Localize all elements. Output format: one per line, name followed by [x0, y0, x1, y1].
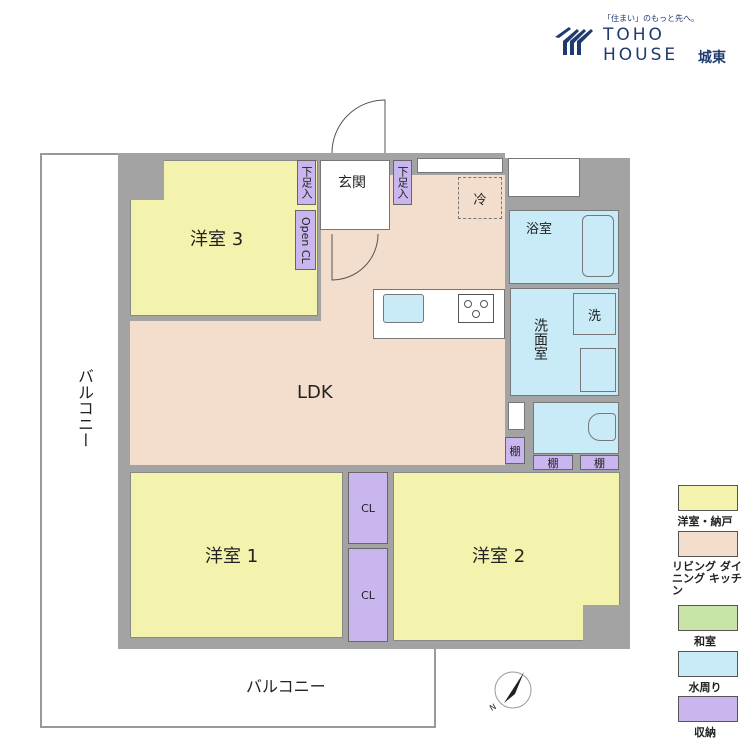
pipe-space	[508, 402, 525, 430]
shoe-cabinet-left: 下足入	[297, 160, 316, 205]
column	[120, 155, 164, 200]
shelf-3: 棚	[580, 455, 619, 470]
washer-icon: 洗	[573, 293, 616, 335]
logo-tagline: 「住まい」のもっと先へ。	[603, 14, 699, 23]
fridge-space: 冷	[458, 177, 502, 219]
balcony-inner-mask	[436, 647, 456, 737]
open-closet-label: Open CL	[299, 216, 312, 264]
closet-2: CL	[348, 548, 388, 642]
room-western-2-label: 洋室 2	[472, 546, 526, 567]
legend-label-storage: 収納	[694, 726, 716, 739]
stove-icon	[458, 294, 494, 323]
logo-line2: HOUSE	[603, 45, 679, 65]
compass-icon	[494, 671, 532, 709]
legend-label-ldk: リビング ダイニング キッチン	[672, 560, 742, 597]
legend-swatch-western	[678, 485, 738, 511]
legend-swatch-japanese	[678, 605, 738, 631]
shelf-1: 棚	[505, 437, 525, 464]
vanity-icon	[580, 348, 616, 392]
column	[583, 605, 623, 645]
washroom	[510, 288, 619, 396]
room-ldk-label: LDK	[297, 382, 333, 403]
legend-label-water: 水周り	[688, 681, 722, 694]
room-western-1	[130, 472, 343, 638]
logo-branch: 城東	[698, 50, 726, 66]
legend-label-western: 洋室・納戸	[677, 515, 733, 528]
washroom-label: 洗面室	[532, 318, 548, 360]
open-closet: Open CL	[295, 210, 316, 270]
room-western-2	[393, 472, 620, 641]
legend-label-japanese: 和室	[694, 635, 716, 648]
window-box-2	[508, 158, 580, 197]
toilet-icon	[588, 413, 616, 441]
bathroom-label: 浴室	[526, 222, 553, 237]
sink-icon	[383, 294, 424, 323]
closet-1: CL	[348, 472, 388, 544]
shoe-cabinet-right: 下足入	[393, 160, 412, 205]
bathtub-icon	[582, 215, 614, 277]
legend-swatch-ldk	[678, 531, 738, 557]
balcony-bottom-label: バルコニー	[246, 677, 326, 696]
legend-swatch-water	[678, 651, 738, 677]
interior-door-icon	[331, 233, 379, 281]
logo: 「住まい」のもっと先へ。 TOHO HOUSE 城東	[555, 8, 745, 68]
room-western-1-label: 洋室 1	[205, 546, 259, 567]
balcony-side-label: バルコニー	[75, 368, 94, 448]
logo-mark-icon	[555, 27, 593, 55]
legend-swatch-storage	[678, 696, 738, 722]
logo-line1: TOHO	[603, 25, 665, 45]
shelf-2: 棚	[533, 455, 573, 470]
entrance	[320, 160, 390, 230]
window-box-1	[417, 158, 503, 173]
notch	[505, 153, 630, 158]
room-ldk	[130, 321, 505, 465]
entrance-door-icon	[331, 99, 386, 154]
entrance-label: 玄関	[338, 175, 366, 191]
room-western-3-label: 洋室 3	[190, 229, 244, 250]
